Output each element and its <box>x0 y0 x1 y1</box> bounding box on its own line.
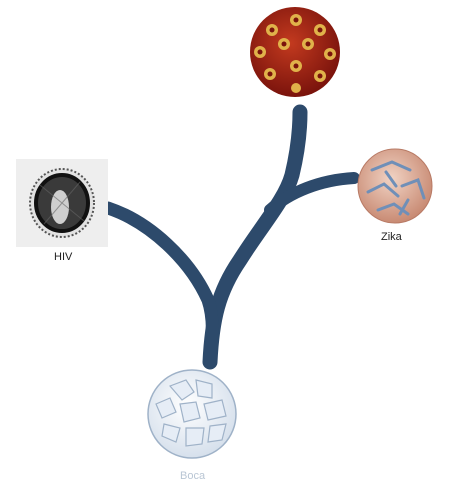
branch-hiv <box>101 201 219 369</box>
branch-trunk <box>202 104 308 370</box>
hiv-virus-image <box>16 159 108 247</box>
boca-label: Boca <box>180 470 206 482</box>
tree-branches <box>101 104 360 370</box>
hiv-label: HIV <box>54 251 73 263</box>
boca-virus-image <box>147 369 237 459</box>
zika-label: Zika <box>381 231 402 243</box>
branch-zika <box>264 172 360 216</box>
red-capsid-virus-image <box>250 7 340 97</box>
zika-virus-image <box>357 148 433 224</box>
